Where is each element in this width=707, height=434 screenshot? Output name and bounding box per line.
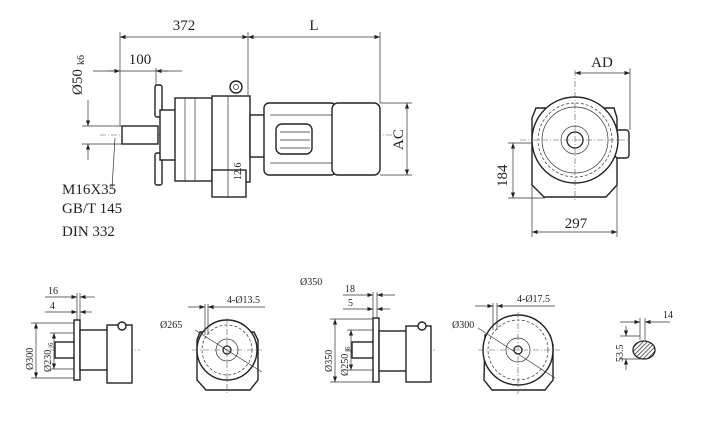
dim-18: 18 (345, 284, 355, 295)
dim-5: 5 (348, 298, 353, 309)
lifting-eye (229, 80, 243, 94)
dim-100: 100 (129, 52, 152, 68)
note-standard-din: DIN 332 (62, 224, 115, 240)
dim-297: 297 (565, 216, 588, 232)
dim-holes-17-5: 4-Ø17.5 (517, 294, 550, 305)
dim-spigot-250-tolerance: j6 (344, 346, 352, 353)
dim-4: 4 (50, 301, 55, 312)
dim-spigot-230-tolerance: j6 (47, 342, 55, 349)
dim-372: 372 (173, 18, 196, 34)
dim-pcd-300: Ø300 (452, 320, 474, 331)
dim-outer-diameter-350: Ø350 (324, 350, 335, 372)
dim-14: 14 (663, 310, 673, 321)
dim-spigot-250: Ø250 (340, 354, 351, 376)
flange-350-side-view: 18 5 Ø350 Ø250 j6 (324, 284, 435, 383)
terminal-box (275, 123, 313, 155)
dim-AD: AD (591, 55, 613, 71)
note-center-hole: M16X35 (62, 182, 116, 198)
flange-350-title: Ø350 (300, 277, 322, 288)
end-view: AD 184 297 (495, 55, 631, 237)
dim-16: 16 (48, 286, 58, 297)
dim-184: 184 (495, 164, 511, 187)
flange-300-side-view: 16 4 Ø300 Ø230 j6 (25, 286, 140, 384)
dim-shaft-tolerance: k6 (76, 55, 87, 65)
flange-350-end-view: 4-Ø17.5 Ø300 (452, 294, 560, 394)
output-shaft (121, 125, 159, 145)
dim-L: L (309, 18, 318, 34)
dim-AC: AC (391, 129, 407, 150)
dim-shaft-diameter: Ø50 (70, 69, 86, 95)
shaft-key-section: 14 53.5 (615, 310, 673, 370)
note-standard-gb: GB/T 145 (62, 201, 122, 217)
flange-300-end-view: 4-Ø13.5 Ø265 (160, 295, 265, 394)
dim-spigot-230: Ø230 (43, 350, 54, 372)
dim-outer-diameter-300: Ø300 (25, 348, 36, 370)
dim-pcd-265: Ø265 (160, 320, 182, 331)
main-side-view: 372 L 100 Ø50 k6 AC 12.6 M16X35 GB/T 145… (62, 18, 412, 240)
dim-holes-13-5: 4-Ø13.5 (227, 295, 260, 306)
dim-53-5: 53.5 (615, 345, 626, 363)
dim-12-6: 12.6 (233, 163, 244, 181)
